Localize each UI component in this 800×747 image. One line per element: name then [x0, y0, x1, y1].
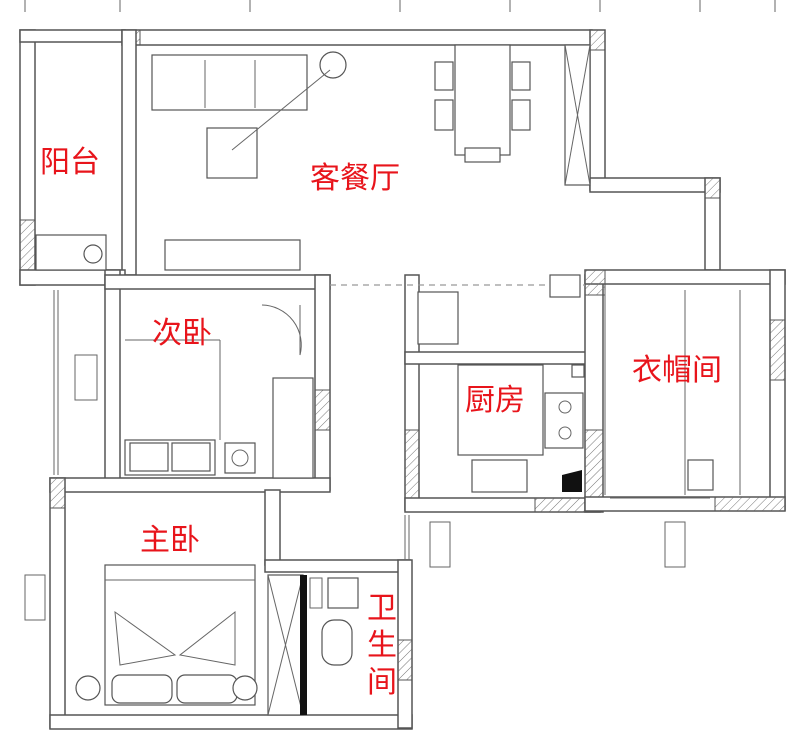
room-label-living-dining: 客餐厅 [310, 161, 400, 196]
room-label-bathroom-1: 卫 [367, 591, 397, 626]
room-label-walk-in-closet: 衣帽间 [632, 353, 722, 388]
room-label-balcony: 阳台 [40, 145, 100, 180]
room-labels: 阳台 客餐厅 次卧 厨房 衣帽间 主卧 卫 生 间 [40, 145, 722, 700]
room-label-second-bedroom: 次卧 [152, 316, 212, 351]
room-label-kitchen: 厨房 [465, 383, 525, 418]
room-label-bathroom-2: 生 [367, 628, 397, 663]
windows [24, 290, 710, 621]
dimension-ticks [24, 0, 776, 12]
room-label-bathroom-3: 间 [367, 665, 397, 700]
room-label-master-bedroom: 主卧 [140, 523, 200, 558]
walls [19, 29, 786, 730]
furniture [35, 44, 741, 716]
